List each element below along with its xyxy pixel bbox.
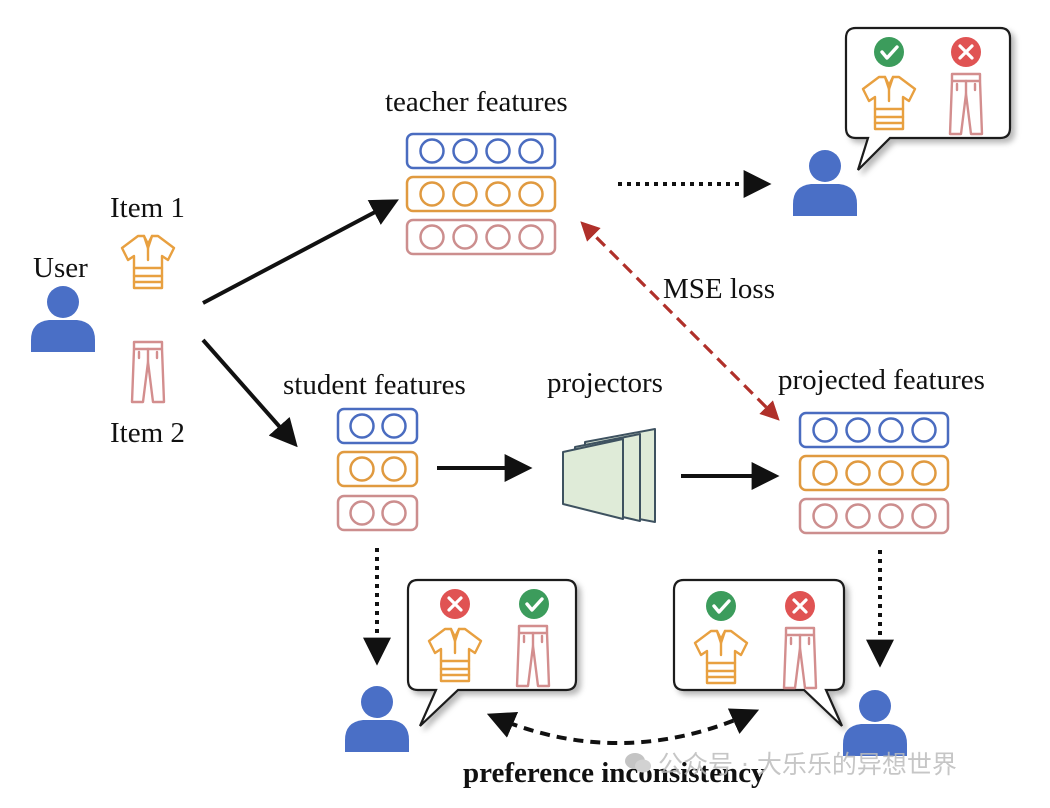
projected-features-block bbox=[798, 411, 950, 535]
student-features-label: student features bbox=[283, 369, 466, 401]
student-row-blue bbox=[336, 407, 419, 445]
projected-row-orange bbox=[798, 454, 950, 492]
user-icon-teacher bbox=[793, 150, 857, 216]
projected-features-label: projected features bbox=[778, 364, 985, 396]
student-preference-bubble bbox=[406, 578, 578, 727]
item1-shirt-icon bbox=[120, 234, 176, 290]
student-row-pink bbox=[336, 494, 419, 532]
projectors-label: projectors bbox=[547, 367, 663, 399]
student-features-block bbox=[336, 407, 419, 532]
projectors-shape bbox=[562, 428, 656, 523]
preference-inconsistency-arrow bbox=[486, 708, 760, 746]
teacher-features-label: teacher features bbox=[385, 86, 568, 118]
check-icon bbox=[517, 587, 551, 621]
cross-icon bbox=[438, 587, 472, 621]
student-row-orange bbox=[336, 450, 419, 488]
cross-icon bbox=[949, 35, 983, 69]
preference-inconsistency-label: preference inconsistency bbox=[463, 757, 766, 789]
item1-label: Item 1 bbox=[110, 192, 185, 224]
wechat-icon bbox=[625, 753, 651, 773]
projected-row-pink bbox=[798, 497, 950, 535]
mse-loss-label: MSE loss bbox=[663, 273, 776, 305]
user-icon bbox=[31, 286, 95, 352]
mse-loss-arrow bbox=[580, 221, 780, 421]
teacher-row-orange bbox=[405, 175, 557, 213]
check-icon bbox=[872, 35, 906, 69]
item2-label: Item 2 bbox=[110, 417, 185, 449]
teacher-row-blue bbox=[405, 132, 557, 170]
teacher-features-block bbox=[405, 132, 557, 256]
watermark-text: 公众号 · 大乐乐的异想世界 bbox=[658, 750, 957, 779]
arrow-user-to-student bbox=[201, 338, 298, 448]
item2-pants-icon bbox=[130, 340, 166, 404]
projected-row-blue bbox=[798, 411, 950, 449]
user-label: User bbox=[33, 252, 88, 284]
user-icon-student bbox=[345, 686, 409, 752]
user-icon-projected bbox=[843, 690, 907, 756]
check-icon bbox=[704, 589, 738, 623]
cross-icon bbox=[783, 589, 817, 623]
arrow-user-to-teacher bbox=[202, 199, 399, 305]
teacher-row-pink bbox=[405, 218, 557, 256]
